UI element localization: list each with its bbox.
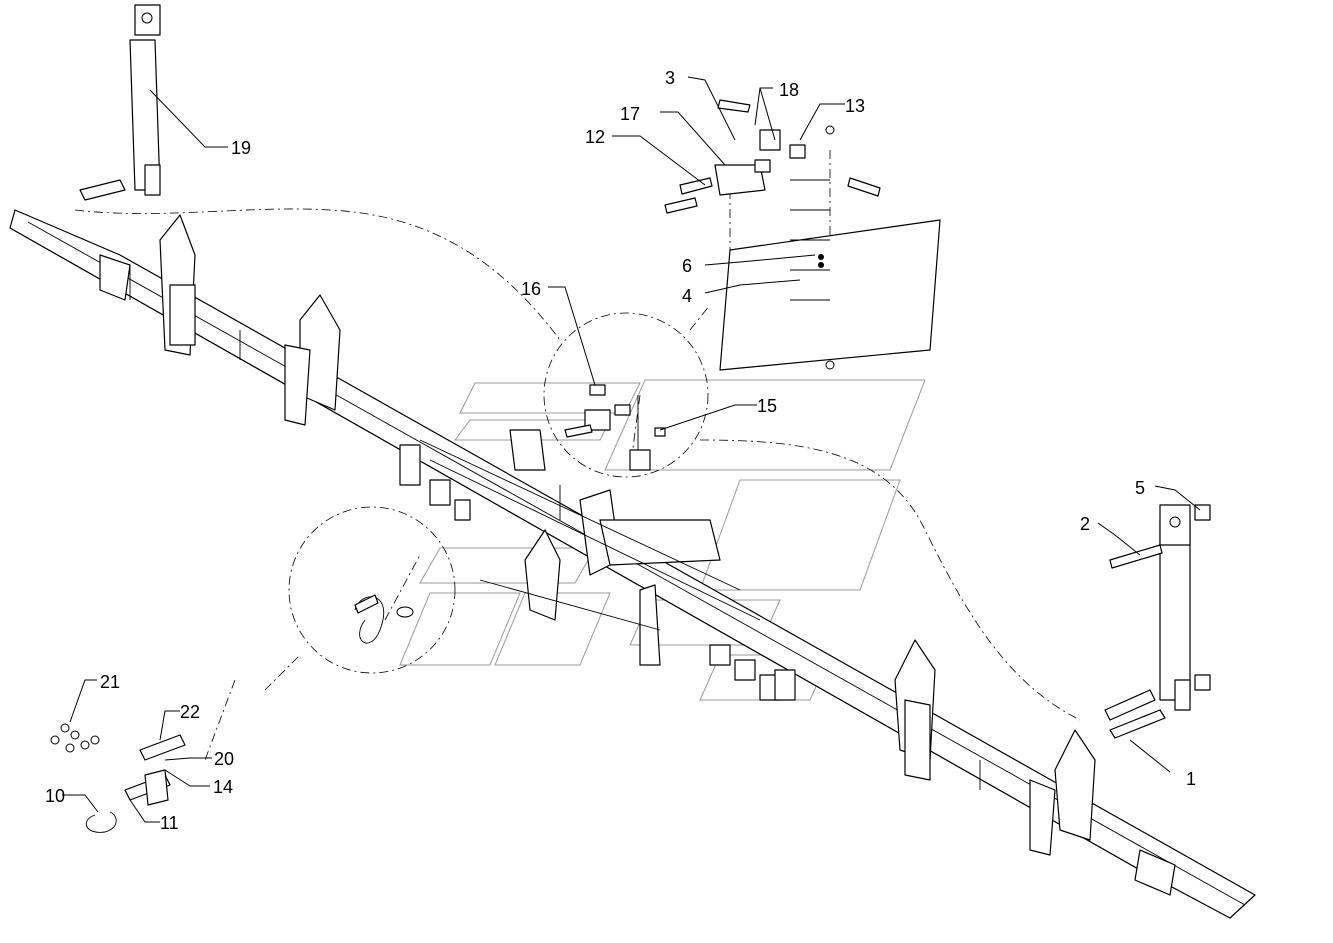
callout-16: 16 (521, 279, 541, 299)
watermark-logo (399, 379, 926, 701)
callout-1: 1 (1186, 769, 1196, 789)
callout-19: 19 (231, 138, 251, 158)
leader-lines (62, 76, 1201, 823)
callout-labels: 1 2 3 4 5 6 10 11 12 13 14 15 16 17 18 1… (45, 68, 1196, 833)
callout-18: 18 (779, 80, 799, 100)
callout-13: 13 (845, 96, 865, 116)
hydraulic-cylinder-19 (79, 4, 161, 201)
callout-22: 22 (180, 702, 200, 722)
callout-20: 20 (214, 749, 234, 769)
detail-pin-parts (354, 594, 414, 644)
callout-3: 3 (665, 68, 675, 88)
callout-21: 21 (100, 672, 120, 692)
callout-11: 11 (160, 813, 179, 833)
hydraulic-cylinder-right (1104, 504, 1211, 739)
callout-2: 2 (1080, 514, 1090, 534)
callout-14: 14 (213, 777, 233, 797)
callout-17: 17 (620, 104, 640, 124)
beam-brackets (159, 214, 1096, 856)
callout-12: 12 (585, 127, 605, 147)
callout-15: 15 (757, 396, 777, 416)
detail-16-parts (564, 384, 666, 471)
callout-10: 10 (45, 786, 65, 806)
loose-parts-lower-left (50, 723, 186, 833)
center-hitch (399, 429, 796, 701)
callout-6: 6 (682, 256, 692, 276)
callout-5: 5 (1135, 478, 1145, 498)
valve-block-assembly (664, 99, 941, 371)
callout-4: 4 (682, 286, 692, 306)
